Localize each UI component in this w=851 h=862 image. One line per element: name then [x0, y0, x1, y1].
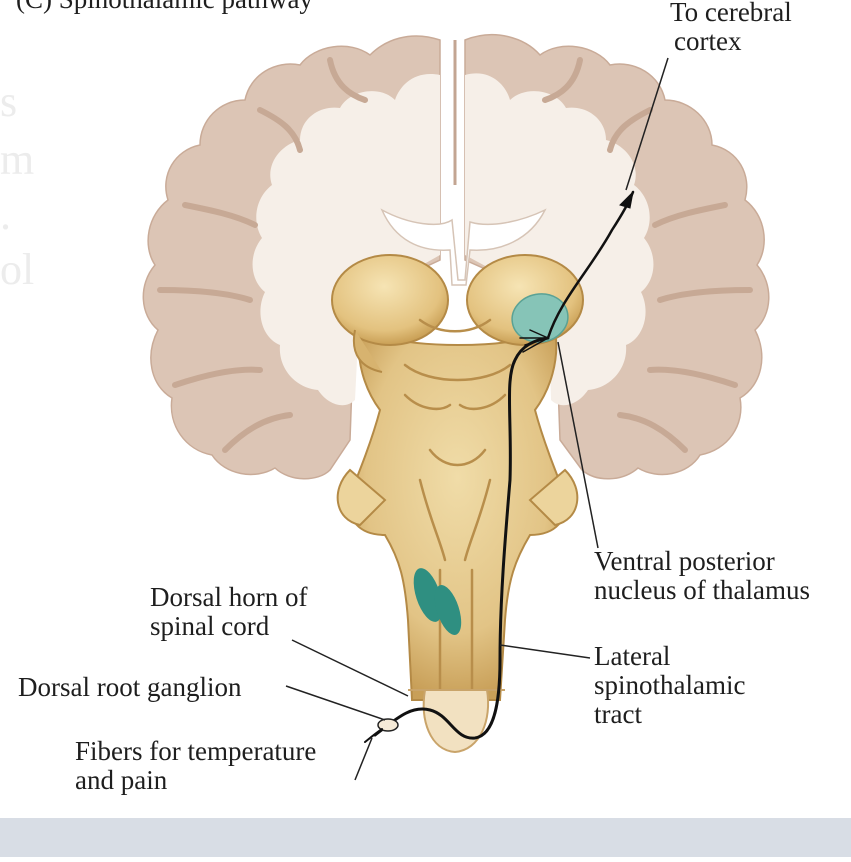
left-thalamus [331, 254, 449, 346]
brainstem-body [348, 328, 567, 701]
label-dorsal-horn: Dorsal horn of spinal cord [150, 582, 308, 641]
spinal-cord [422, 689, 489, 754]
bottom-strip [0, 818, 851, 857]
label-lateral-spinothalamic-tract: Lateral spinothalamic tract [594, 641, 746, 729]
ventral-posterior-nucleus [511, 293, 569, 343]
pathway [364, 190, 635, 743]
tract-teal-left [413, 568, 443, 622]
faint-text-1: s [0, 77, 18, 126]
left-white-matter [252, 74, 440, 406]
faint-text-3: . [0, 190, 11, 239]
faint-text-4: ol [0, 245, 35, 294]
label-fibers: Fibers for temperature and pain [75, 736, 317, 795]
figure-header: (C) Spinothalamic pathway [16, 0, 313, 14]
label-dorsal-root-ganglion: Dorsal root ganglion [18, 672, 242, 702]
leader-lines [285, 57, 669, 781]
faint-text-2: m [0, 135, 35, 184]
cerebrum [142, 33, 770, 480]
tract-teal-right [434, 585, 462, 635]
label-to-cerebral-cortex: To cerebral cortex [670, 0, 792, 56]
right-white-matter [465, 73, 654, 406]
label-ventral-posterior-nucleus: Ventral posterior nucleus of thalamus [594, 546, 810, 605]
dorsal-root-ganglion [377, 718, 399, 732]
brainstem [331, 254, 584, 754]
lateral-ventricles [380, 208, 547, 286]
